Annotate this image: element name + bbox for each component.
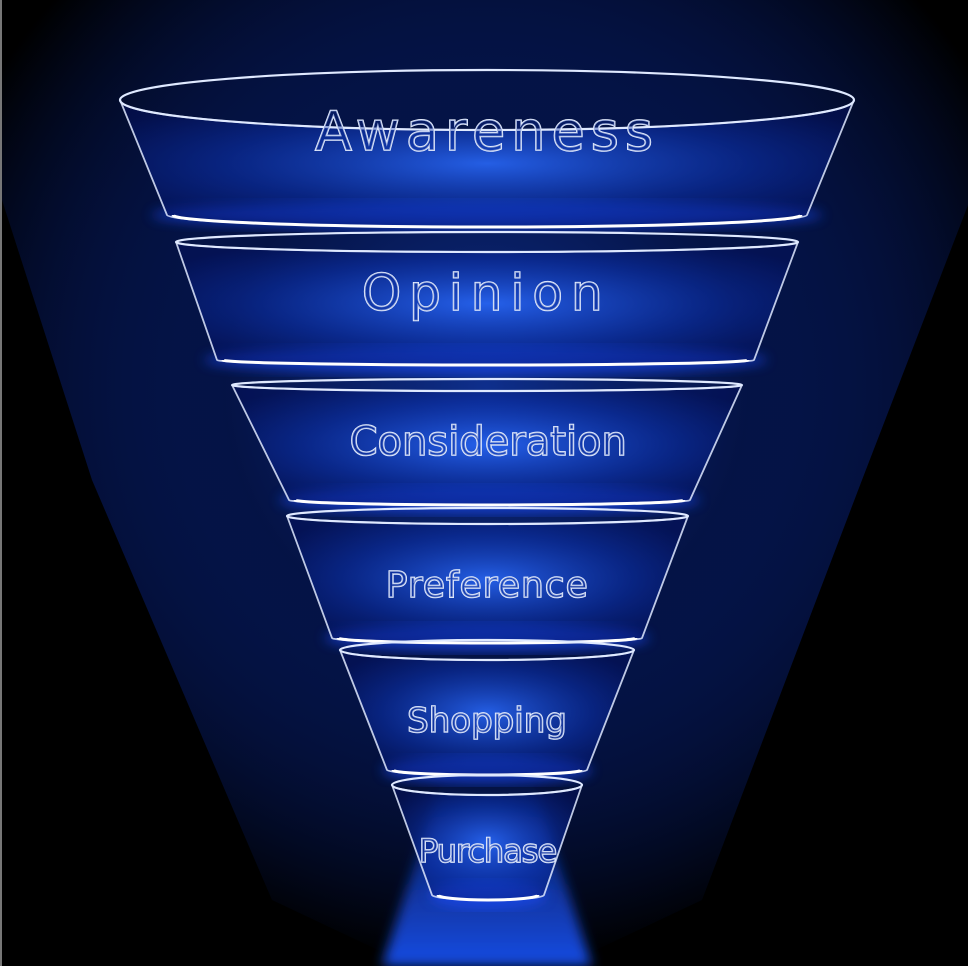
stage-bottom-rim — [336, 636, 638, 645]
stage-bottom-rim — [171, 214, 803, 229]
stage-top-rim — [118, 68, 856, 132]
funnel-stage-consideration: Consideration — [230, 377, 744, 514]
stage-bottom-rim — [221, 358, 750, 367]
funnel-stage-awareness: Awareness — [118, 68, 856, 229]
stage-top-rim — [230, 377, 744, 393]
funnel-stage-purchase: Purchase — [390, 773, 584, 909]
stage-bottom-rim — [436, 894, 540, 902]
stage-label: Opinion — [362, 264, 611, 322]
stage-top-rim — [174, 230, 800, 254]
stage-label: Preference — [386, 565, 589, 606]
stage-label: Consideration — [350, 419, 627, 465]
funnel-stage-preference: Preference — [285, 506, 690, 652]
stage-top-rim — [285, 506, 690, 526]
stage-label: Shopping — [407, 701, 567, 741]
funnel-stage-opinion: Opinion — [174, 230, 800, 374]
stage-bottom-rim — [293, 498, 686, 507]
stage-label: Purchase — [419, 832, 556, 870]
stage-top-rim — [390, 773, 584, 797]
stage-top-rim — [338, 638, 636, 662]
funnel-stage-shopping: Shopping — [338, 638, 636, 784]
stage-label: Awareness — [315, 100, 659, 163]
